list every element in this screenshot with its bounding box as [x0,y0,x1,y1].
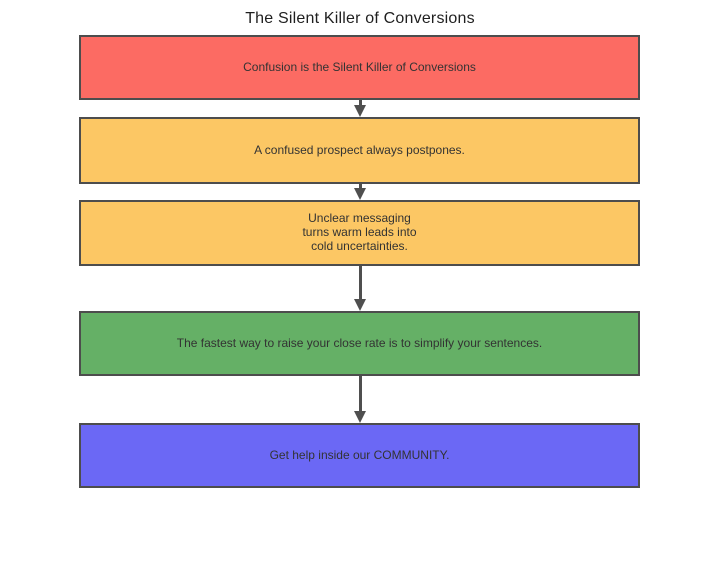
connector-arrow-4 [353,376,367,423]
node-label: Get help inside our COMMUNITY. [269,447,450,462]
connector-arrow-3 [353,266,367,311]
arrow-down-icon [354,411,366,423]
node-label: A confused prospect always postpones. [254,142,465,157]
node-confusion: Confusion is the Silent Killer of Conver… [79,35,640,100]
node-label: Unclear messaging turns warm leads into … [302,211,417,253]
arrow-down-icon [354,299,366,311]
arrow-down-icon [354,188,366,200]
arrow-stem [358,184,362,188]
node-label: Confusion is the Silent Killer of Conver… [243,59,476,74]
connector-arrow-1 [353,100,367,117]
arrow-stem [358,266,362,299]
node-simplify-sentences: The fastest way to raise your close rate… [79,311,640,376]
arrow-down-icon [354,105,366,117]
diagram-title: The Silent Killer of Conversions [245,10,475,27]
node-community: Get help inside our COMMUNITY. [79,423,640,488]
node-unclear-messaging: Unclear messaging turns warm leads into … [79,200,640,266]
node-postpones: A confused prospect always postpones. [79,117,640,184]
connector-arrow-2 [353,184,367,200]
arrow-stem [358,100,362,105]
arrow-stem [358,376,362,411]
node-label: The fastest way to raise your close rate… [176,335,543,350]
